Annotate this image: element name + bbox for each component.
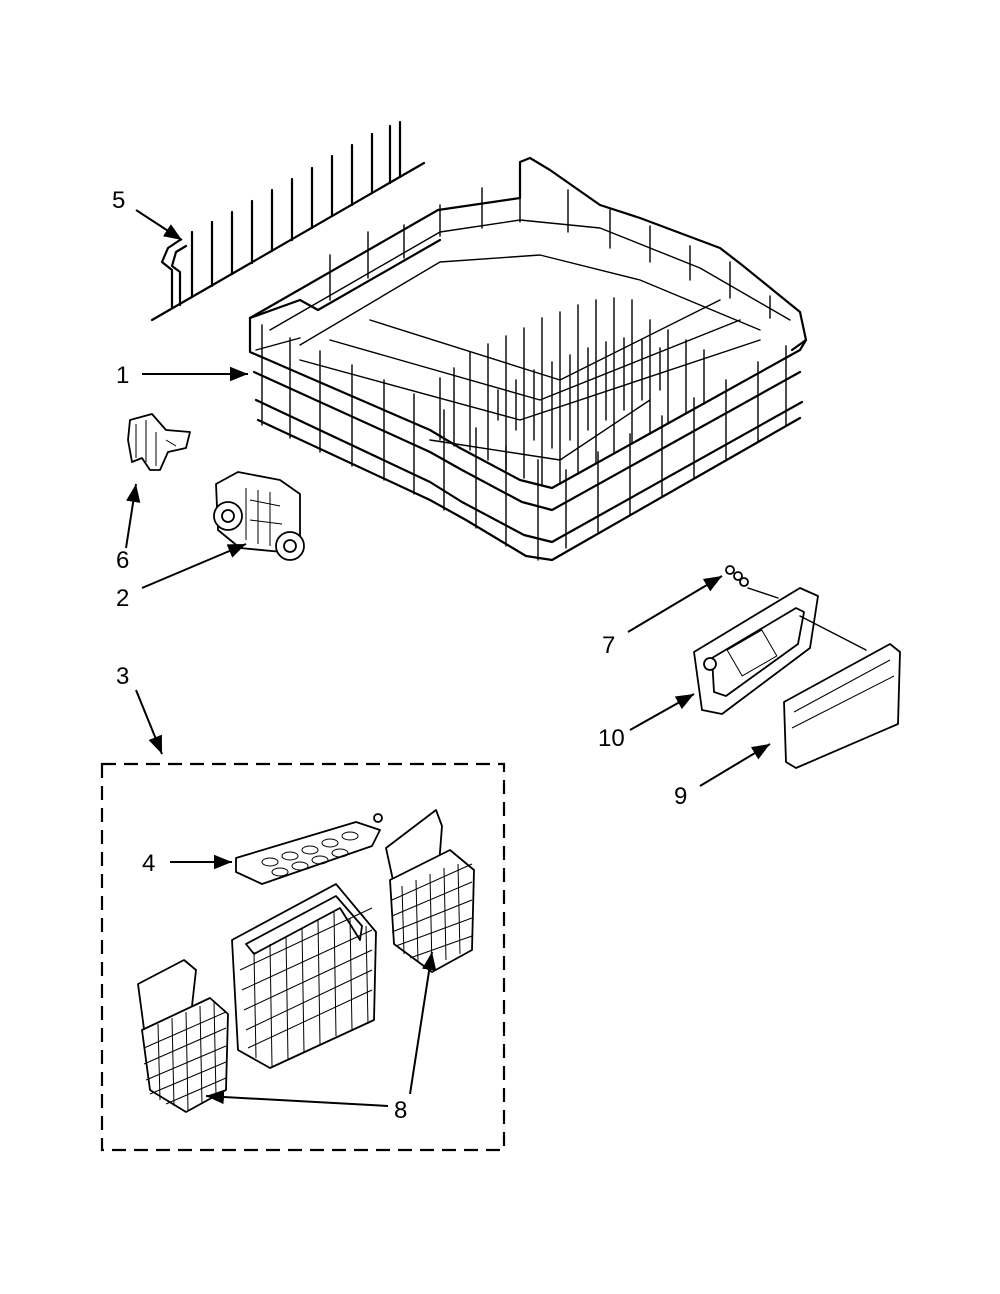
rack-front-wires <box>261 324 787 561</box>
silverware-basket <box>231 883 377 1069</box>
callout-2: 2 <box>116 585 129 612</box>
callout-4: 4 <box>142 850 155 877</box>
rack-floor <box>299 299 761 461</box>
basket-lid-part-4 <box>235 813 383 885</box>
callout-7: 7 <box>602 632 615 659</box>
leader-lines <box>125 209 771 1107</box>
callout-8: 8 <box>394 1097 407 1124</box>
rack-tines <box>439 297 705 487</box>
callout-6: 6 <box>116 547 129 574</box>
fastener-part-7 <box>725 565 779 599</box>
small-basket-right <box>385 809 475 973</box>
tine-row-part-5 <box>150 120 426 322</box>
wheel-assembly-part-2 <box>213 471 305 561</box>
callout-10: 10 <box>598 725 625 752</box>
callout-3: 3 <box>116 663 129 690</box>
rack-back-wires <box>329 187 771 319</box>
basket-kit-box-part-3 <box>100 762 506 1152</box>
callout-5: 5 <box>112 187 125 214</box>
tines <box>190 120 402 299</box>
callout-9: 9 <box>674 783 687 810</box>
callout-1: 1 <box>116 362 129 389</box>
frame-part-10 <box>693 587 867 715</box>
small-basket-left <box>137 959 229 1113</box>
rack-clip-part-6 <box>127 413 191 471</box>
cover-part-9 <box>783 643 901 769</box>
dishrack-part-1 <box>248 156 808 562</box>
